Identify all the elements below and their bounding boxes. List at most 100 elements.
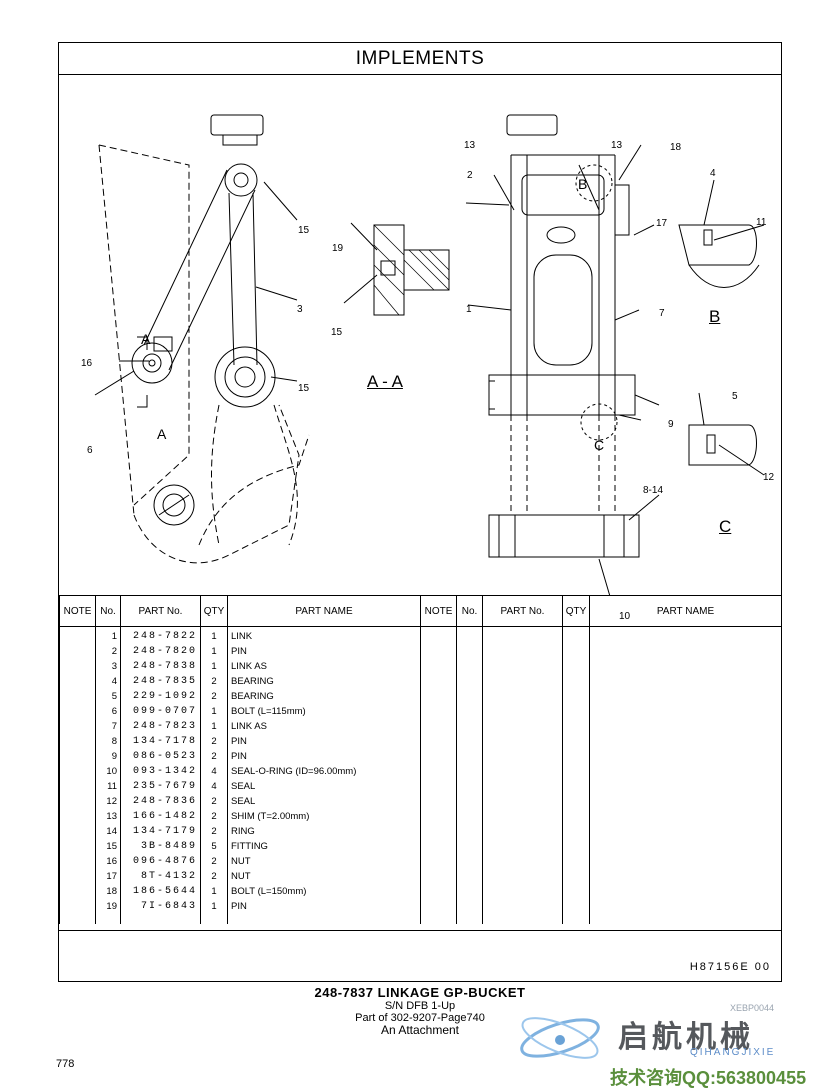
callout-5: 5 xyxy=(732,391,738,402)
item-number: 3 xyxy=(95,659,121,674)
note-cell xyxy=(420,719,457,734)
item-number xyxy=(456,854,483,869)
part-number: 134-7178 xyxy=(120,734,201,749)
part-name: NUT xyxy=(227,854,421,869)
quantity xyxy=(562,884,590,899)
quantity: 2 xyxy=(200,809,228,824)
watermark-contact: 技术咨询QQ:563800455 xyxy=(610,1068,807,1088)
quantity: 1 xyxy=(200,884,228,899)
part-name xyxy=(589,749,782,764)
quantity: 2 xyxy=(200,749,228,764)
note-cell xyxy=(59,764,96,779)
part-number: 096-4876 xyxy=(120,854,201,869)
col-part-name: PART NAME xyxy=(227,595,421,627)
item-number xyxy=(456,809,483,824)
part-number xyxy=(482,809,563,824)
item-number: 9 xyxy=(95,749,121,764)
item-number: 2 xyxy=(95,644,121,659)
callout-1: 1 xyxy=(466,304,472,315)
parts-table: NOTE No. PART No. QTY PART NAME NOTE No.… xyxy=(59,595,782,924)
filler-cell xyxy=(562,914,590,924)
part-name xyxy=(589,734,782,749)
item-number: 13 xyxy=(95,809,121,824)
part-name: LINK AS xyxy=(227,659,421,674)
part-name: BOLT (L=115mm) xyxy=(227,704,421,719)
part-name: SEAL-O-RING (ID=96.00mm) xyxy=(227,764,421,779)
note-cell xyxy=(420,749,457,764)
quantity xyxy=(562,674,590,689)
note-cell xyxy=(59,899,96,914)
quantity: 4 xyxy=(200,764,228,779)
part-name: BEARING xyxy=(227,674,421,689)
watermark-logo-icon xyxy=(520,1017,600,1059)
callout-15: 15 xyxy=(298,383,310,394)
part-name: BEARING xyxy=(227,689,421,704)
caption-title: 248-7837 LINKAGE GP-BUCKET xyxy=(314,985,526,1000)
drawing-number: H87156E 00 xyxy=(689,961,771,973)
part-number: 086-0523 xyxy=(120,749,201,764)
part-number: 248-7822 xyxy=(120,626,201,644)
part-name: NUT xyxy=(227,869,421,884)
filler-cell xyxy=(482,914,563,924)
part-number xyxy=(482,854,563,869)
item-number: 19 xyxy=(95,899,121,914)
note-cell xyxy=(59,644,96,659)
item-number xyxy=(456,749,483,764)
quantity: 2 xyxy=(200,854,228,869)
item-number: 10 xyxy=(95,764,121,779)
callout-15: 15 xyxy=(298,225,310,236)
item-number xyxy=(456,899,483,914)
quantity: 5 xyxy=(200,839,228,854)
part-number: 134-7179 xyxy=(120,824,201,839)
item-number xyxy=(456,704,483,719)
part-number: 248-7836 xyxy=(120,794,201,809)
note-cell xyxy=(420,809,457,824)
table-filler-row xyxy=(59,914,782,924)
filler-cell xyxy=(59,914,96,924)
part-number xyxy=(482,719,563,734)
part-name xyxy=(589,689,782,704)
part-number: 248-7820 xyxy=(120,644,201,659)
part-number xyxy=(482,899,563,914)
quantity xyxy=(562,854,590,869)
item-number xyxy=(456,869,483,884)
filler-cell xyxy=(227,914,421,924)
part-number xyxy=(482,626,563,644)
caption-serial: S/N DFB 1-Up xyxy=(384,1000,456,1012)
part-number xyxy=(482,794,563,809)
part-number xyxy=(482,704,563,719)
part-number xyxy=(482,749,563,764)
note-cell xyxy=(59,749,96,764)
part-name xyxy=(589,674,782,689)
callout-4: 4 xyxy=(710,168,716,179)
callout-13: 13 xyxy=(464,140,476,151)
callout-13: 13 xyxy=(611,140,623,151)
callout-9: 9 xyxy=(668,419,674,430)
part-name xyxy=(589,704,782,719)
quantity: 1 xyxy=(200,899,228,914)
callout-11: 11 xyxy=(756,217,767,228)
caption-block: 248-7837 LINKAGE GP-BUCKET S/N DFB 1-Up … xyxy=(0,985,840,1037)
quantity: 2 xyxy=(200,734,228,749)
quantity: 4 xyxy=(200,779,228,794)
item-number xyxy=(456,824,483,839)
note-cell xyxy=(59,794,96,809)
part-name: PIN xyxy=(227,644,421,659)
filler-cell xyxy=(95,914,121,924)
item-number xyxy=(456,644,483,659)
item-number xyxy=(456,719,483,734)
filler-cell xyxy=(456,914,483,924)
part-number xyxy=(482,779,563,794)
callout-3: 3 xyxy=(297,304,303,315)
col-no-2: No. xyxy=(456,595,483,627)
item-number xyxy=(456,839,483,854)
quantity xyxy=(562,689,590,704)
quantity xyxy=(562,824,590,839)
